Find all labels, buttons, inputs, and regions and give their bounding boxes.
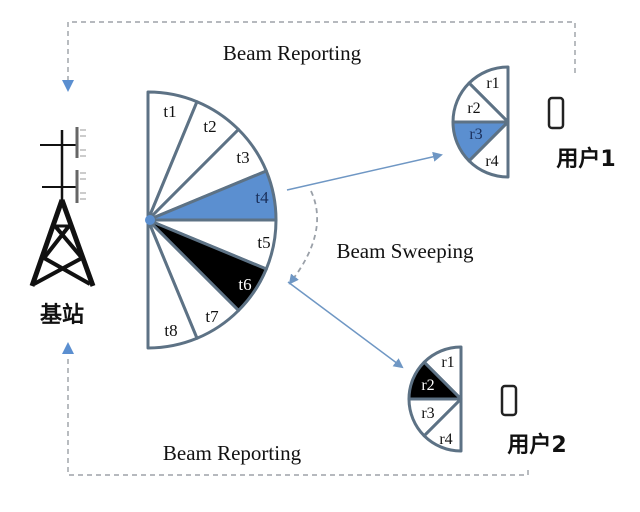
arrow-up-icon bbox=[62, 342, 74, 354]
user1-label-r2: r2 bbox=[467, 100, 480, 117]
user1-label-r4: r4 bbox=[485, 153, 498, 170]
tx-label-t7: t7 bbox=[205, 307, 219, 326]
user1-receiver-fan bbox=[451, 65, 510, 179]
user1-label-r3: r3 bbox=[469, 126, 482, 143]
beam-sweeping-arc bbox=[288, 190, 318, 285]
user2-label-r4: r4 bbox=[439, 431, 452, 448]
beam-arrow-to-user2 bbox=[287, 281, 404, 369]
arrow-down-icon bbox=[62, 80, 74, 92]
user2-phone-icon bbox=[500, 384, 518, 417]
tx-label-t1: t1 bbox=[163, 102, 176, 121]
tx-label-t8: t8 bbox=[164, 321, 177, 340]
tx-beam-t8[interactable] bbox=[146, 218, 199, 350]
tx-label-t5: t5 bbox=[257, 233, 270, 252]
user1-beam-r4[interactable] bbox=[467, 120, 510, 179]
beam-reporting-loop-bottom bbox=[62, 342, 529, 476]
beam-sweeping-label: Beam Sweeping bbox=[336, 239, 474, 263]
user2-label-r1: r1 bbox=[441, 354, 454, 371]
tx-label-t2: t2 bbox=[203, 117, 216, 136]
user1-phone-icon bbox=[547, 96, 565, 130]
user2-beam-r4[interactable] bbox=[422, 397, 463, 453]
user2-label: 用户2 bbox=[507, 432, 566, 458]
base-station-label: 基站 bbox=[40, 303, 84, 328]
tx-label-t6: t6 bbox=[238, 275, 251, 294]
beam-reporting-loop-top bbox=[62, 21, 576, 92]
beam-reporting-label-top: Beam Reporting bbox=[223, 41, 362, 65]
beam-arrow-to-user1 bbox=[286, 151, 443, 191]
beam-reporting-label-bottom: Beam Reporting bbox=[163, 441, 302, 465]
tx-label-t3: t3 bbox=[236, 148, 249, 167]
user1-label-r1: r1 bbox=[486, 75, 499, 92]
user2-label-r3: r3 bbox=[421, 405, 434, 422]
cell-tower-icon bbox=[29, 127, 96, 287]
tx-label-t4: t4 bbox=[255, 188, 269, 207]
user1-label: 用户1 bbox=[556, 146, 615, 172]
user2-receiver-fan bbox=[407, 345, 463, 453]
user2-label-r2: r2 bbox=[421, 377, 434, 394]
transmitter-beam-fan bbox=[145, 90, 278, 350]
